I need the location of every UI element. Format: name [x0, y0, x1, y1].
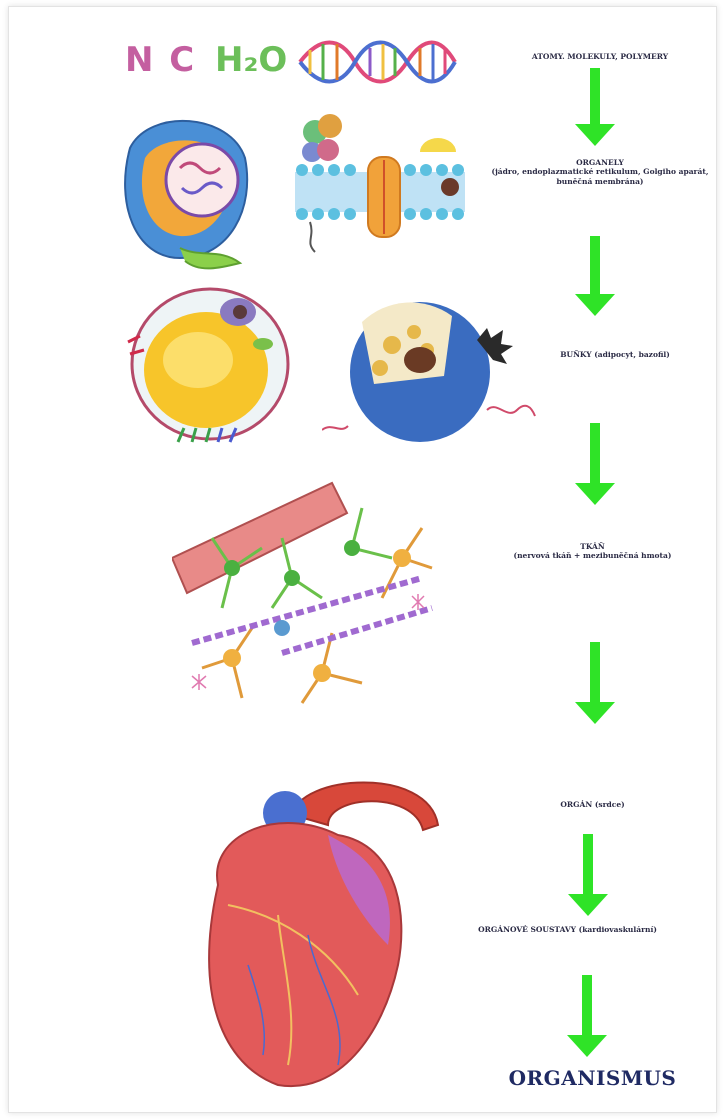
fat-cell-illustration: [118, 282, 298, 457]
level-detail: (adipocyt, bazofil): [594, 350, 670, 359]
level-title: ORGÁNOVÉ SOUSTAVY: [478, 925, 576, 934]
level-detail: (nervová tkáň + mezibuněčná hmota): [465, 551, 720, 560]
level-title: TKÁŇ: [465, 542, 720, 551]
level-title: ORGANISMUS: [509, 1066, 677, 1090]
level-title: BUŇKY: [560, 350, 591, 359]
level-label-organism: ORGANISMUS: [470, 1066, 715, 1091]
level-title: ORGANELY: [480, 158, 720, 167]
level-title: ORGÁN: [560, 800, 592, 809]
membrane-illustration: [290, 112, 470, 262]
atoms-label: N C: [125, 40, 196, 80]
level-label-tissue: TKÁŇ (nervová tkáň + mezibuněčná hmota): [465, 542, 720, 561]
heart-illustration: [188, 765, 463, 1105]
level-title: ATOMY. MOLEKULY, POLYMERY: [532, 52, 668, 61]
nerve-tissue-illustration: [172, 478, 442, 718]
basophil-illustration: [322, 290, 547, 450]
arrow-down-icon: [575, 642, 615, 724]
arrow-down-icon: [567, 975, 607, 1057]
arrow-down-icon: [575, 68, 615, 146]
arrow-down-icon: [575, 423, 615, 505]
water-glyph: H₂O: [215, 40, 287, 80]
arrow-down-icon: [575, 236, 615, 316]
dna-helix-icon: [295, 36, 460, 88]
level-label-organ: ORGÁN (srdce): [500, 800, 685, 809]
level-label-organ-systems: ORGÁNOVÉ SOUSTAVY (kardiovaskulární): [420, 925, 715, 934]
water-label: H₂O: [215, 40, 287, 80]
level-detail: (jádro, endoplazmatické retikulum, Golgi…: [480, 167, 720, 186]
level-label-cells: BUŇKY (adipocyt, bazofil): [515, 350, 715, 359]
atoms-glyphs: N C: [125, 40, 196, 80]
level-label-organelles: ORGANELY (jádro, endoplazmatické retikul…: [480, 158, 720, 186]
nucleus-illustration: [110, 108, 260, 278]
level-detail: (kardiovaskulární): [579, 925, 657, 934]
level-label-atoms: ATOMY. MOLEKULY, POLYMERY: [480, 52, 720, 61]
level-detail: (srdce): [595, 800, 625, 809]
arrow-down-icon: [568, 834, 608, 916]
